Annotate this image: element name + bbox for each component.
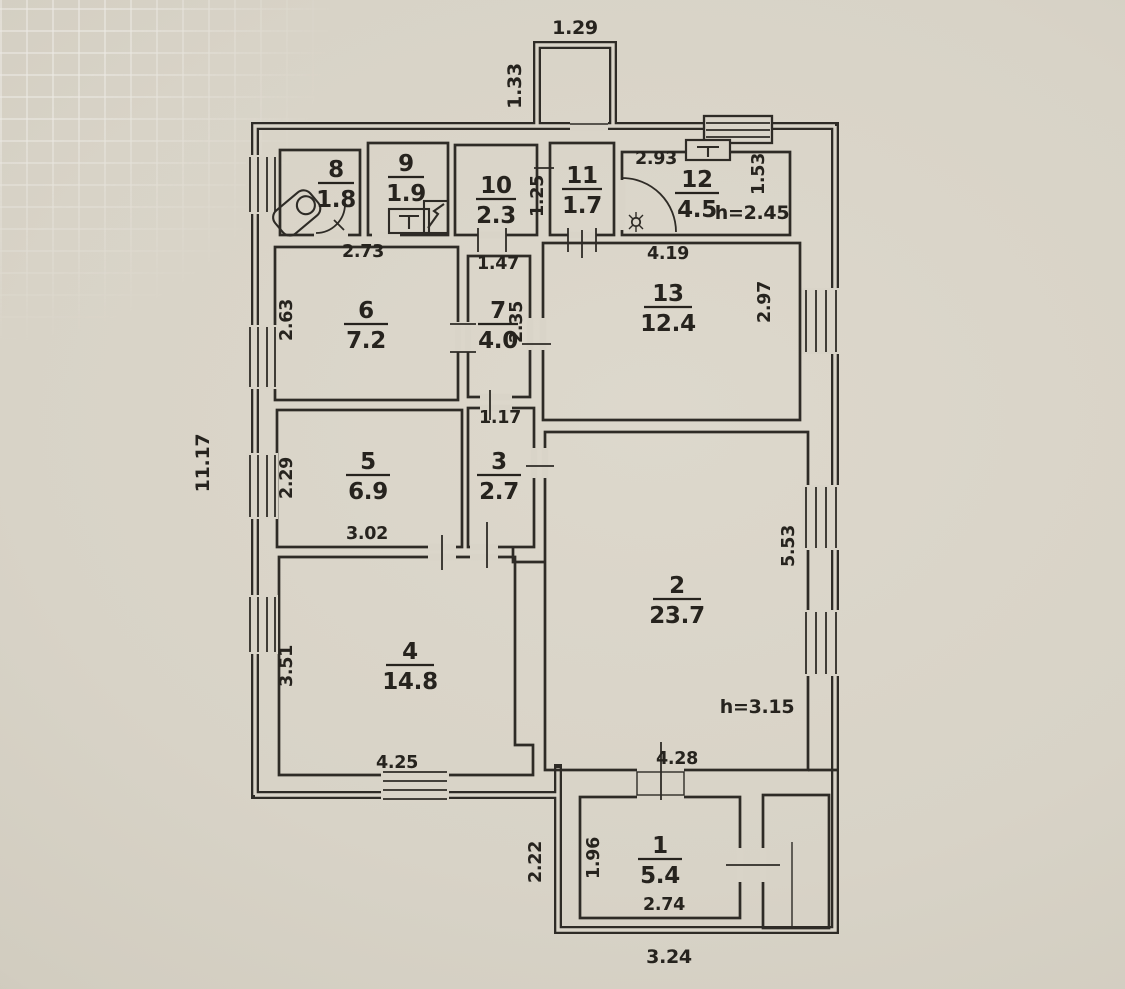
- dim-room7-right-height: 2.35: [507, 301, 527, 343]
- dim-room13-top-width: 4.19: [647, 244, 689, 264]
- vent-shaft: [702, 114, 774, 145]
- dim-room12-right-height: 1.53: [749, 153, 769, 195]
- threshold-lines: [570, 123, 793, 926]
- dim-room1-height: 1.96: [584, 837, 604, 879]
- room-9-area: 1.9: [386, 181, 426, 207]
- room-1-number: 1: [652, 833, 668, 859]
- room-11-area: 1.7: [562, 193, 602, 219]
- window: [381, 769, 449, 803]
- room-6-number: 6: [358, 298, 374, 324]
- dim-room1-width: 2.74: [643, 895, 685, 915]
- electric-box-icon: [684, 138, 732, 162]
- dimension-ticks: [441, 167, 780, 866]
- window: [802, 288, 840, 354]
- dim-room4-bottom-width: 4.25: [376, 753, 418, 773]
- room-5-number: 5: [360, 449, 376, 475]
- window-glass: [805, 612, 837, 674]
- window: [246, 325, 278, 389]
- dim-bottom-total: 3.24: [646, 946, 692, 968]
- door-arc-room12: [621, 177, 677, 233]
- wall-step-segments: [511, 547, 837, 772]
- dim-annex-left-height: 2.22: [526, 841, 546, 883]
- gas-burner-icon: [628, 212, 644, 232]
- room-8-area: 1.8: [316, 187, 356, 213]
- dim-room3-top-width: 1.17: [479, 408, 521, 428]
- room-13-area: 12.4: [640, 311, 696, 337]
- room-2-area: 23.7: [649, 603, 705, 629]
- room-4-number: 4: [402, 639, 418, 665]
- vent-shaft-stripes: [706, 122, 770, 138]
- dim-left-total-height: 11.17: [192, 434, 214, 493]
- room-11-number: 11: [566, 163, 597, 189]
- window: [802, 485, 840, 550]
- dim-room13-right-height: 2.97: [755, 281, 775, 323]
- porch-outline: [761, 793, 831, 930]
- room-10-number: 10: [480, 173, 511, 199]
- room-12-area: 4.5: [677, 197, 717, 223]
- dim-room12-ceiling: h=2.45: [715, 202, 790, 224]
- dim-room2-ceiling: h=3.15: [720, 696, 795, 718]
- window: [246, 155, 278, 214]
- room-7-number: 7: [490, 298, 506, 324]
- dim-room6-left-height: 2.63: [277, 299, 297, 341]
- room-6-area: 7.2: [346, 328, 386, 354]
- sink-icon: [272, 189, 322, 237]
- dim-room12-top-width: 2.93: [635, 149, 677, 169]
- window: [246, 595, 278, 654]
- dim-room10-right-height: 1.25: [528, 175, 548, 217]
- dim-room2-bottom-width: 4.28: [656, 749, 698, 769]
- room-3-area: 2.7: [479, 479, 519, 505]
- window-glass: [805, 487, 837, 548]
- room-10-area: 2.3: [476, 203, 516, 229]
- window: [246, 453, 278, 519]
- room-labels: 8 1.8 9 1.9 10 2.3 11 1.7 12 4.5 6 7.2 7…: [316, 151, 717, 889]
- fraction-lines: [318, 175, 719, 861]
- outer-wall-core: [253, 43, 837, 932]
- dim-room5-bottom-width: 3.02: [346, 524, 388, 544]
- toilet-icon: [387, 207, 431, 235]
- dim-room7-top-width: 1.47: [477, 254, 519, 274]
- dim-room5-left-height: 2.29: [277, 457, 297, 499]
- windows: [246, 155, 840, 803]
- dim-porch-depth: 1.33: [504, 63, 526, 109]
- fixtures: [272, 138, 732, 237]
- room-4-outline: [277, 555, 535, 777]
- dim-room2-right-height: 5.53: [779, 525, 799, 567]
- dim-porch-width: 1.29: [552, 17, 598, 39]
- room-13-number: 13: [652, 281, 683, 307]
- room-8-number: 8: [328, 157, 344, 183]
- window-glass: [383, 771, 447, 800]
- room-9-number: 9: [398, 151, 414, 177]
- shower-icon: [422, 199, 450, 235]
- dim-room4-left-height: 3.51: [277, 645, 297, 687]
- dim-room6-top-width: 2.73: [342, 242, 384, 262]
- door-arc-room8: [315, 203, 346, 234]
- room-7-area: 4.0: [478, 328, 518, 354]
- room-5-area: 6.9: [348, 479, 388, 505]
- room-12-number: 12: [681, 167, 712, 193]
- window-glass: [249, 455, 276, 517]
- room-9-outline: [366, 141, 450, 237]
- window-glass: [805, 290, 837, 352]
- window-glass: [249, 327, 276, 387]
- window: [802, 610, 840, 676]
- room-4-area: 14.8: [382, 669, 438, 695]
- room-2-number: 2: [669, 573, 685, 599]
- dimension-labels-vertical: 1.33 11.17 2.63 2.29 3.51 2.35 1.25 1.53…: [192, 63, 799, 883]
- window-glass: [249, 597, 276, 652]
- dimension-labels-horizontal: 1.29 2.93 4.19 2.73 1.47 1.17 3.02 4.25 …: [342, 17, 795, 968]
- room-2-outline: [543, 430, 810, 772]
- room-3-outline: [466, 406, 536, 549]
- room-3-number: 3: [491, 449, 507, 475]
- room-1-area: 5.4: [640, 863, 680, 889]
- window-glass: [249, 157, 276, 212]
- door-leaf-room8: [333, 219, 345, 231]
- outer-walls: [251, 41, 839, 934]
